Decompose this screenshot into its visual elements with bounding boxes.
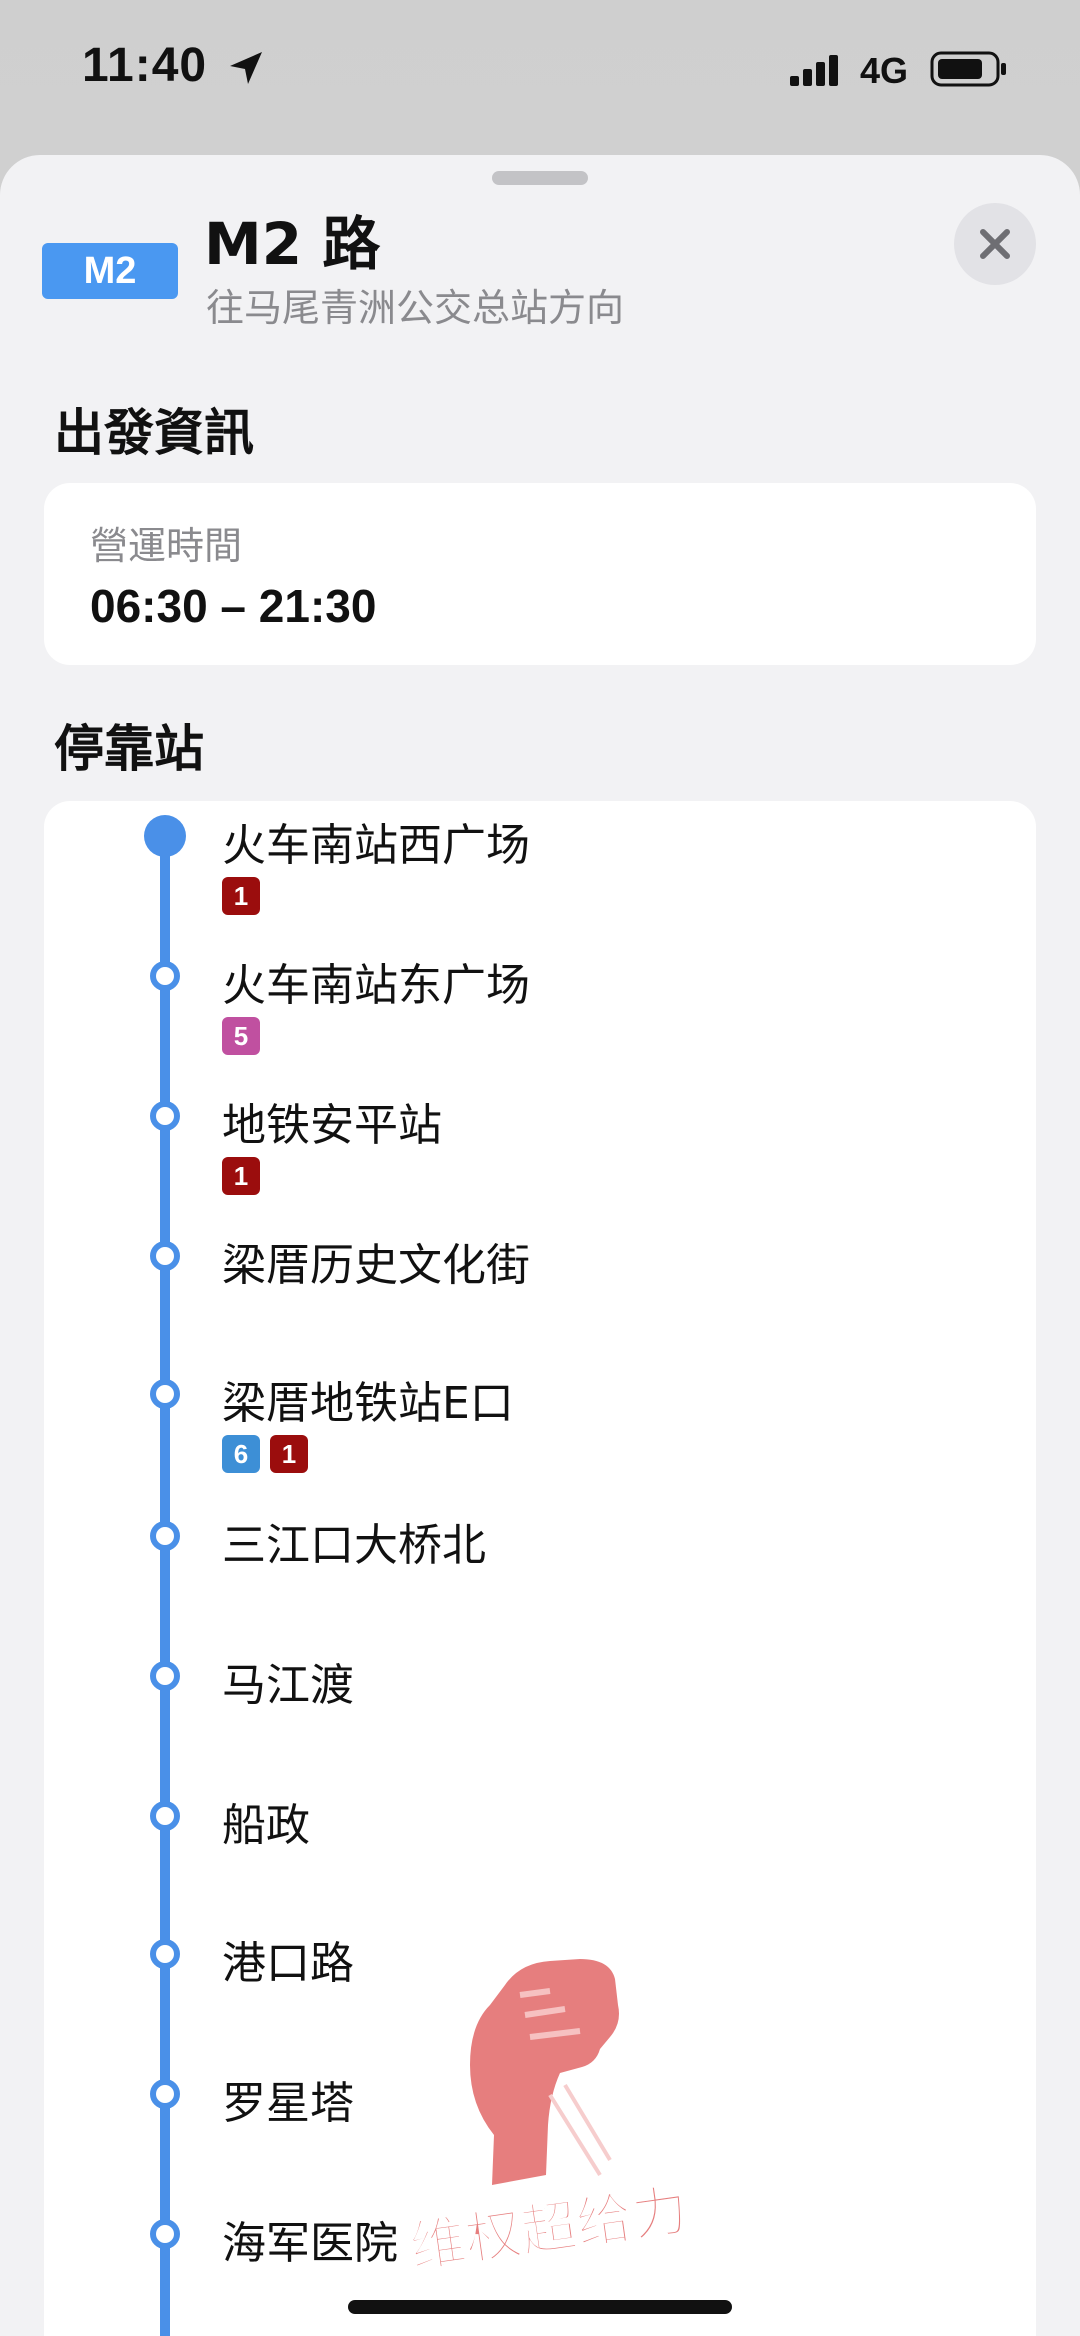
stop-name: 梁厝地铁站E口 (222, 1378, 514, 1429)
home-indicator (348, 2300, 732, 2314)
battery-icon (930, 50, 1010, 88)
stop-item[interactable]: 三江口大桥北 (44, 1501, 1036, 1641)
stop-marker-icon (150, 1101, 180, 1131)
stop-name: 马江渡 (222, 1660, 354, 1711)
stop-item[interactable]: 海军医院 (44, 2199, 1036, 2336)
departure-section-title: 出發資訊 (54, 404, 254, 462)
stop-marker-icon (150, 1661, 180, 1691)
stop-item[interactable]: 地铁安平站 1 (44, 1081, 1036, 1221)
stop-name: 地铁安平站 (222, 1100, 442, 1151)
stop-marker-icon (150, 2079, 180, 2109)
location-arrow-icon (226, 48, 266, 88)
stop-name: 港口路 (222, 1938, 354, 1989)
route-badge: M2 (42, 243, 178, 299)
stop-item[interactable]: 港口路 (44, 1919, 1036, 2059)
close-button[interactable] (954, 203, 1036, 285)
stop-item[interactable]: 马江渡 (44, 1641, 1036, 1781)
stop-name: 罗星塔 (222, 2078, 354, 2129)
status-bar: 11:40 4G (0, 0, 1080, 150)
stop-marker-icon (150, 1521, 180, 1551)
stop-item[interactable]: 火车南站西广场 1 (44, 801, 1036, 941)
line-badges: 1 (222, 1157, 260, 1195)
line-badges: 5 (222, 1017, 260, 1055)
stop-marker-icon (150, 961, 180, 991)
stop-marker-icon (150, 1379, 180, 1409)
signal-icon (790, 54, 844, 90)
watermark-text: 维权超给力 (406, 2178, 692, 2275)
metro-line-badge: 1 (222, 1157, 260, 1195)
metro-line-badge: 5 (222, 1017, 260, 1055)
stop-item[interactable]: 船政 (44, 1781, 1036, 1921)
stop-name: 梁厝历史文化街 (222, 1240, 530, 1291)
hours-value: 06:30 – 21:30 (90, 580, 377, 632)
stop-name: 船政 (222, 1800, 310, 1851)
route-title: M2 路 (204, 210, 381, 278)
stop-item[interactable]: 罗星塔 (44, 2059, 1036, 2199)
stop-marker-icon (150, 1241, 180, 1271)
metro-line-badge: 1 (222, 877, 260, 915)
stop-marker-icon (150, 1801, 180, 1831)
departure-card: 營運時間 06:30 – 21:30 (44, 483, 1036, 665)
stops-section-title: 停靠站 (54, 720, 204, 778)
route-sheet: M2 M2 路 往马尾青洲公交总站方向 出發資訊 營運時間 06:30 – 21… (0, 155, 1080, 2336)
stop-name: 海军医院 (222, 2218, 398, 2269)
stop-item[interactable]: 火车南站东广场 5 (44, 941, 1036, 1081)
stop-marker-icon (144, 815, 186, 857)
close-icon (980, 229, 1010, 259)
route-direction: 往马尾青洲公交总站方向 (206, 286, 625, 330)
route-line (160, 837, 170, 2336)
watermark-stamp: 维权超给力 (405, 1959, 693, 2275)
hours-label: 營運時間 (90, 524, 243, 568)
stop-item[interactable]: 梁厝历史文化街 (44, 1221, 1036, 1361)
stop-name: 三江口大桥北 (222, 1520, 486, 1571)
metro-line-badge: 1 (270, 1435, 308, 1473)
sheet-grabber[interactable] (492, 171, 588, 185)
metro-line-badge: 6 (222, 1435, 260, 1473)
stop-marker-icon (150, 2219, 180, 2249)
line-badges: 1 (222, 877, 260, 915)
stop-name: 火车南站西广场 (222, 820, 530, 871)
network-label: 4G (860, 50, 909, 91)
status-time: 11:40 (82, 39, 208, 92)
stop-marker-icon (150, 1939, 180, 1969)
stop-name: 火车南站东广场 (222, 960, 530, 1011)
